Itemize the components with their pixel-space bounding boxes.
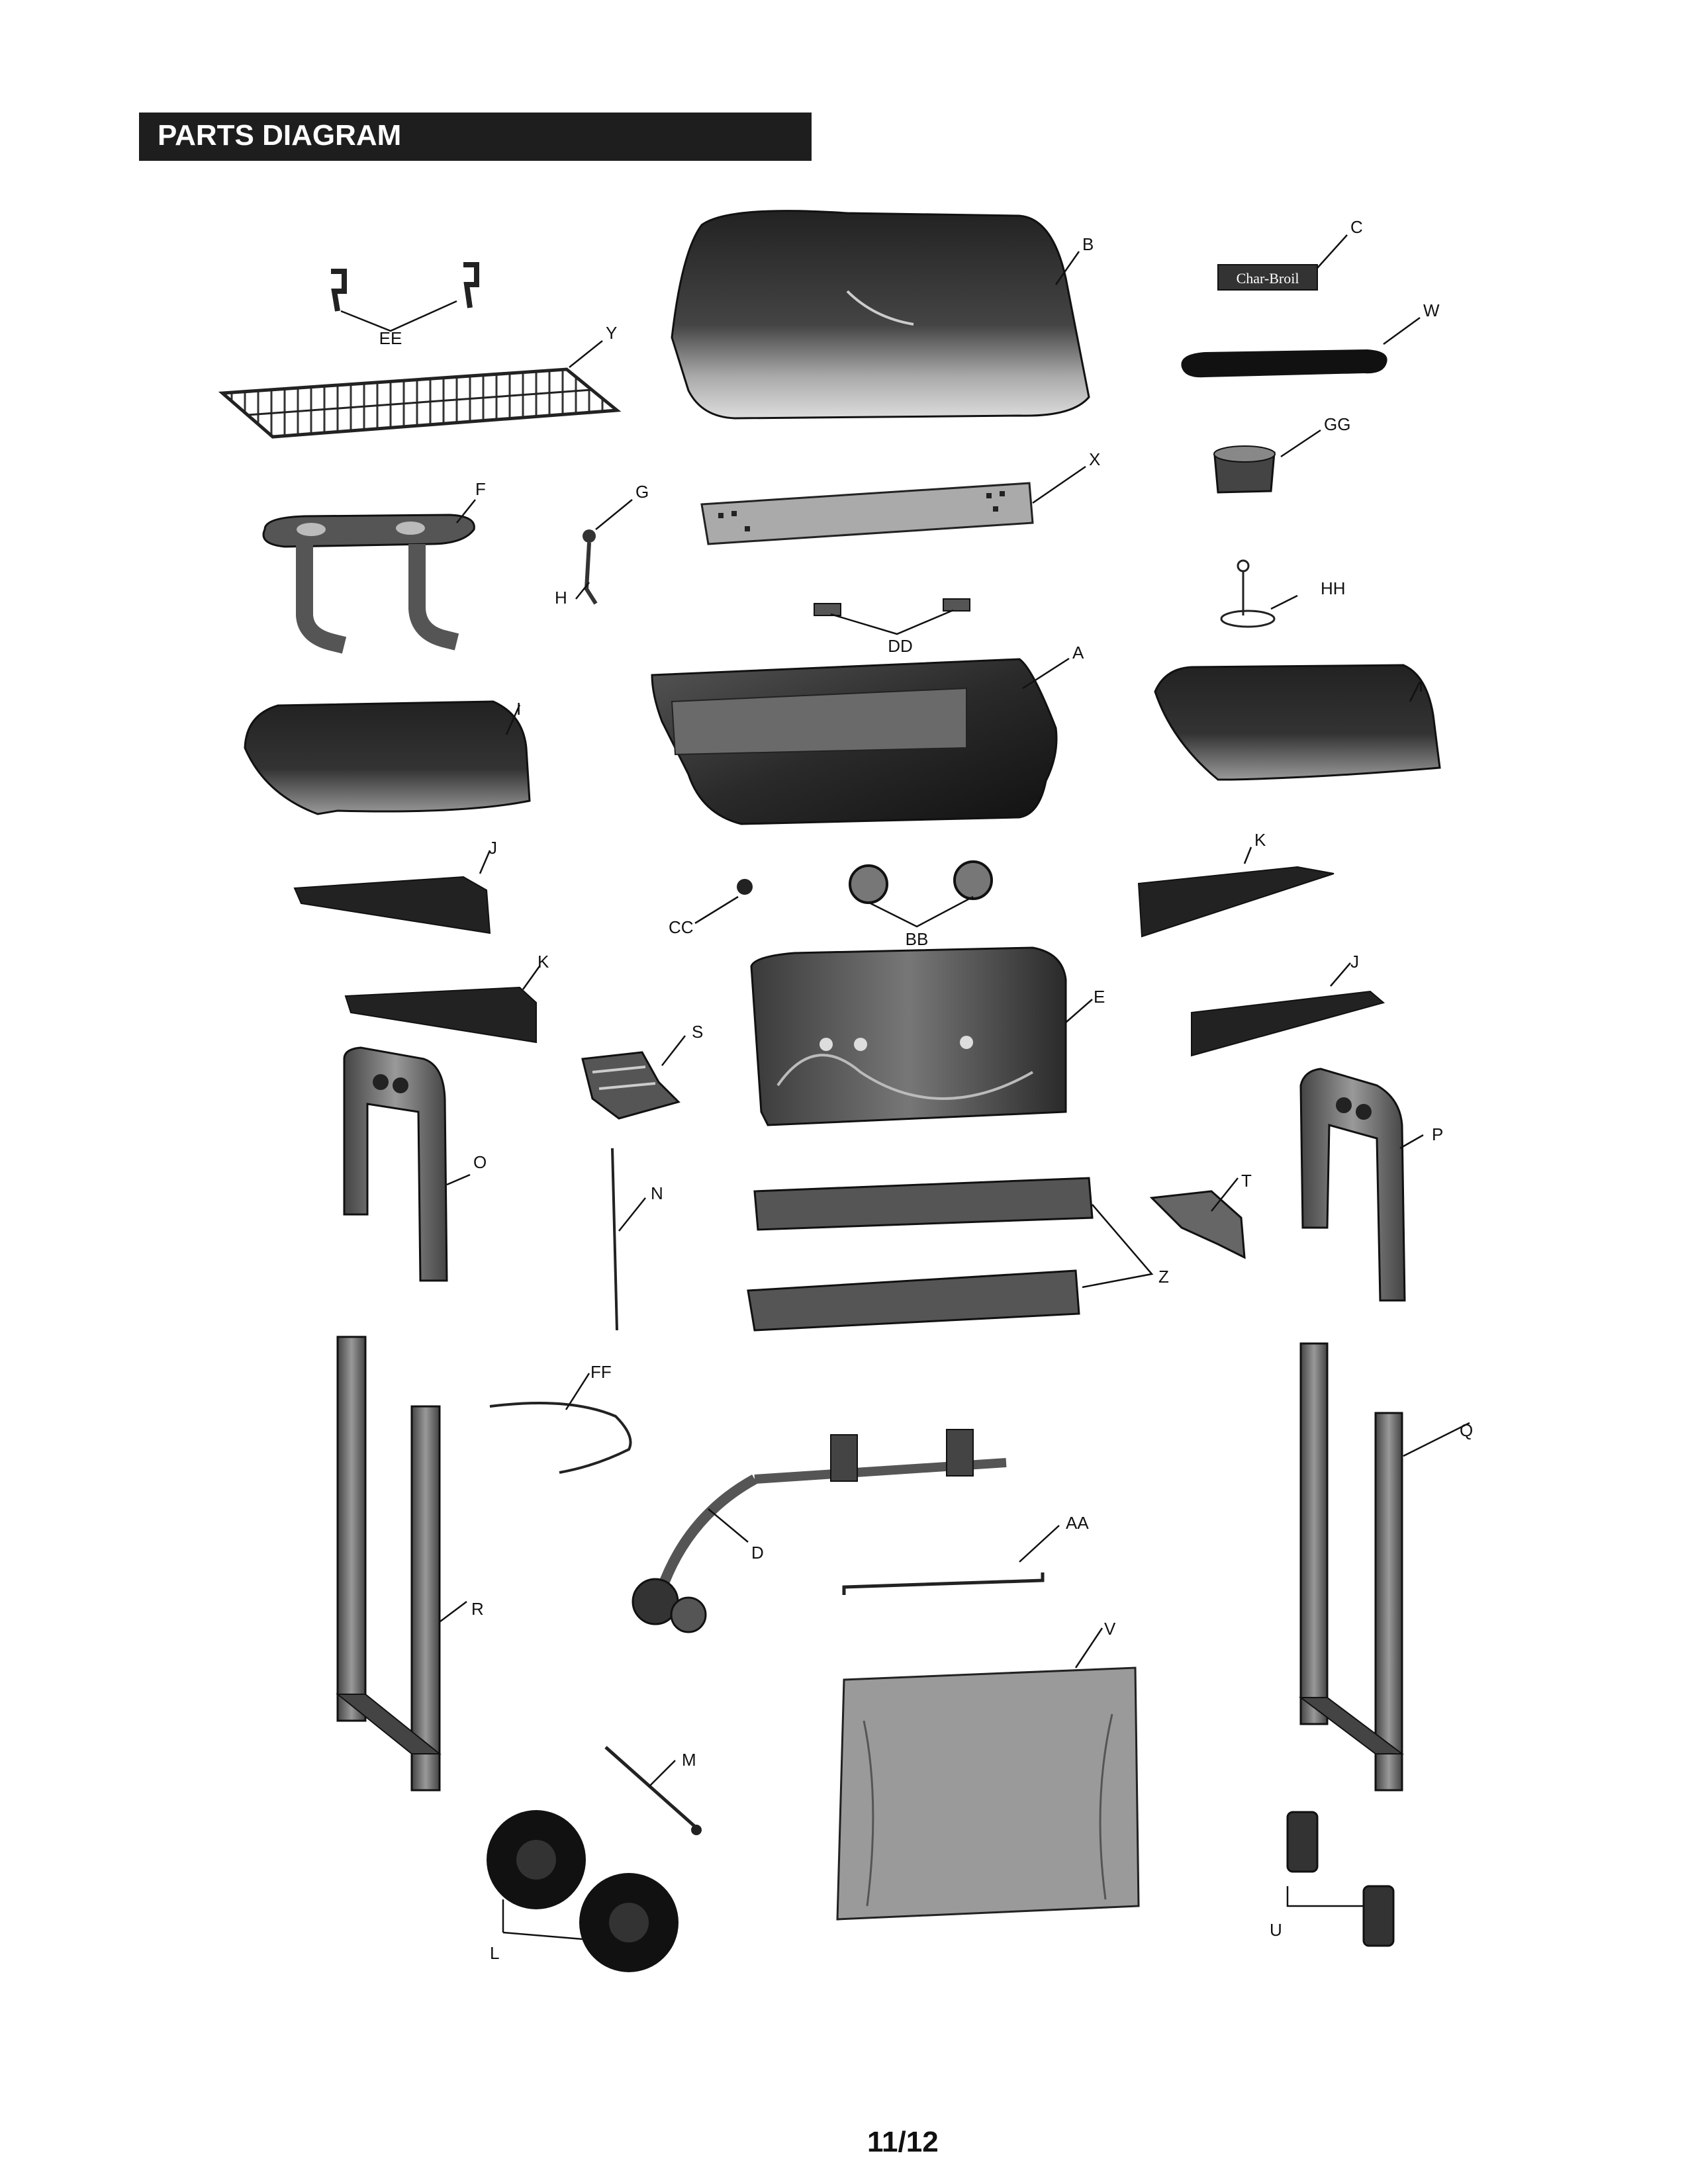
part-label-d: D	[751, 1543, 764, 1563]
leader-lines	[340, 234, 1470, 1940]
part-o-shape	[343, 1046, 448, 1282]
part-label-k-left: K	[538, 952, 549, 972]
part-label-c: C	[1350, 217, 1363, 237]
part-label-r: R	[471, 1599, 484, 1619]
part-s-shape	[581, 1051, 680, 1120]
part-label-e: E	[1094, 987, 1105, 1007]
part-label-hh: HH	[1321, 578, 1346, 598]
part-label-b: B	[1082, 234, 1094, 254]
part-label-i-right: I	[1419, 676, 1423, 696]
part-w-shape	[1181, 349, 1387, 378]
part-label-h: H	[555, 588, 567, 608]
part-label-n: N	[651, 1183, 663, 1203]
part-label-p: P	[1432, 1124, 1443, 1144]
part-k-right-shape	[1137, 866, 1335, 938]
part-k-left-shape	[344, 986, 537, 1044]
part-i-left-shape	[244, 700, 531, 815]
part-label-j-right: J	[1350, 952, 1359, 972]
part-label-v: V	[1104, 1619, 1116, 1639]
part-a-shape	[651, 658, 1058, 825]
part-gg-shape	[1213, 445, 1276, 494]
part-y-shape	[218, 367, 622, 439]
part-j-right-shape	[1191, 990, 1385, 1057]
part-label-f: F	[475, 479, 486, 499]
part-label-z: Z	[1158, 1267, 1169, 1287]
part-label-a: A	[1072, 643, 1084, 662]
part-label-x: X	[1089, 449, 1100, 469]
part-label-l: L	[490, 1943, 499, 1963]
part-label-o: O	[473, 1152, 487, 1172]
part-n-shape	[611, 1148, 618, 1331]
part-hh-shape	[1220, 559, 1276, 628]
part-aa-shape	[842, 1572, 1045, 1595]
part-b-shape	[671, 210, 1090, 420]
part-j-left-shape	[293, 876, 491, 934]
part-q-shape	[1299, 1342, 1404, 1792]
part-label-s: S	[692, 1022, 703, 1042]
part-t-shape	[1149, 1190, 1246, 1259]
part-d-shape	[632, 1429, 1007, 1633]
part-label-u: U	[1270, 1920, 1282, 1940]
part-c-shape: Char-Broil	[1217, 264, 1318, 291]
part-e-shape	[750, 946, 1067, 1126]
part-ee-shape	[331, 262, 479, 312]
part-label-q: Q	[1460, 1420, 1473, 1440]
part-label-m: M	[682, 1750, 696, 1770]
part-dd-shape	[814, 598, 970, 616]
part-label-i-left: I	[516, 699, 521, 719]
part-label-w: W	[1423, 300, 1440, 320]
part-label-gg: GG	[1324, 414, 1350, 434]
section-title: PARTS DIAGRAM	[158, 119, 402, 152]
part-label-bb: BB	[906, 929, 929, 949]
part-r-shape	[336, 1336, 442, 1792]
part-label-ee: EE	[379, 328, 402, 348]
part-label-j-left: J	[489, 838, 497, 858]
part-label-aa: AA	[1066, 1513, 1089, 1533]
part-label-ff: FF	[590, 1362, 612, 1382]
part-z-shape	[747, 1177, 1094, 1332]
part-gh-shape	[583, 529, 598, 605]
brand-plate-text: Char-Broil	[1237, 270, 1299, 287]
part-label-k-right: K	[1254, 830, 1266, 850]
part-labels: EE Y B C W GG X F G H DD HH A I I J K CC…	[379, 217, 1474, 1963]
part-u-shape	[1286, 1811, 1395, 1947]
part-ff-shape	[489, 1402, 632, 1474]
part-f-shape	[262, 514, 475, 654]
part-p-shape	[1299, 1068, 1406, 1302]
part-i-right-shape	[1154, 664, 1441, 781]
part-label-t: T	[1241, 1171, 1252, 1191]
page-number: 11/12	[867, 2126, 939, 2158]
part-label-dd: DD	[888, 636, 913, 656]
part-label-y: Y	[606, 323, 617, 343]
part-v-shape	[836, 1666, 1140, 1921]
part-x-shape	[700, 482, 1034, 545]
part-l-shape	[487, 1810, 679, 1972]
part-label-cc: CC	[669, 917, 694, 937]
part-cc-shape	[737, 879, 753, 895]
part-m-shape	[604, 1746, 702, 1835]
part-bb-shape	[849, 860, 993, 904]
part-label-g: G	[635, 482, 649, 502]
section-title-bar: PARTS DIAGRAM	[139, 113, 812, 161]
